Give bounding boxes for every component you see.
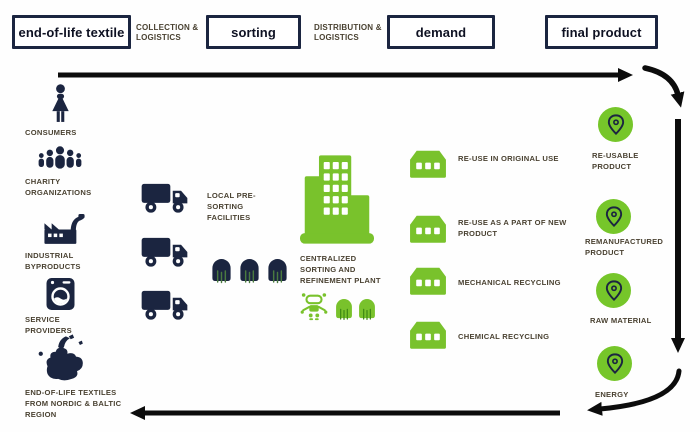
people-group-icon [38,146,82,169]
output-label: REMANUFACTURED PRODUCT [585,237,664,257]
output-label: RAW MATERIAL [590,316,652,325]
process-label: RE-USE IN ORIGINAL USE [458,154,559,163]
stage-box-sorting: sorting [206,15,301,49]
process-label: CHEMICAL RECYCLING [458,332,550,341]
hand-sorting-icon [240,259,259,284]
flow-arrow-corner-top-right [642,65,685,108]
truck-icon [141,183,188,213]
sorting-plant-building-icon [300,155,374,244]
hand-sorting-icon [336,299,352,321]
truck-icon [141,237,188,267]
robot-icon [300,293,328,321]
stage-label-distribution-logistics: DISTRIBUTION & LOGISTICS [314,23,382,43]
map-pin-icon [598,107,633,142]
stage-box-final-product: final product [545,15,658,49]
source-label: SERVICE PROVIDERS [25,315,72,335]
source-label: CHARITY ORGANIZATIONS [25,177,92,197]
map-pin-icon [596,273,631,308]
process-label: RE-USE AS A PART OF NEW PRODUCT [458,218,567,238]
warehouse-icon [410,215,446,243]
warehouse-icon [410,267,446,295]
hand-sorting-icon [359,299,375,321]
europe-map-icon [38,334,83,381]
truck-icon [141,290,188,320]
output-label: ENERGY [595,390,629,399]
washing-machine-icon [46,278,75,310]
process-label: MECHANICAL RECYCLING [458,278,561,287]
hand-sorting-icon [212,259,231,284]
plant-label: CENTRALIZED SORTING AND REFINEMENT PLANT [300,254,381,285]
warehouse-icon [410,321,446,349]
pre-sorting-label: LOCAL PRE-SORTING FACILITIES [207,191,256,222]
flow-arrow-corner-bottom-right [587,368,682,416]
stage-label-collection-logistics: COLLECTION & LOGISTICS [136,23,199,43]
source-label: CONSUMERS [25,128,77,137]
stage-box-end-of-life-textile: end-of-life textile [12,15,131,49]
source-label: INDUSTRIAL BYPRODUCTS [25,251,81,271]
output-label: RE-USABLE PRODUCT [592,151,639,171]
hand-sorting-icon [268,259,287,284]
map-pin-icon [596,199,631,234]
warehouse-icon [410,150,446,178]
source-label: END-OF-LIFE TEXTILES FROM NORDIC & BALTI… [25,388,122,419]
factory-icon [44,214,85,244]
woman-icon [52,84,69,122]
stage-box-demand: demand [387,15,495,49]
map-pin-icon [597,346,632,381]
